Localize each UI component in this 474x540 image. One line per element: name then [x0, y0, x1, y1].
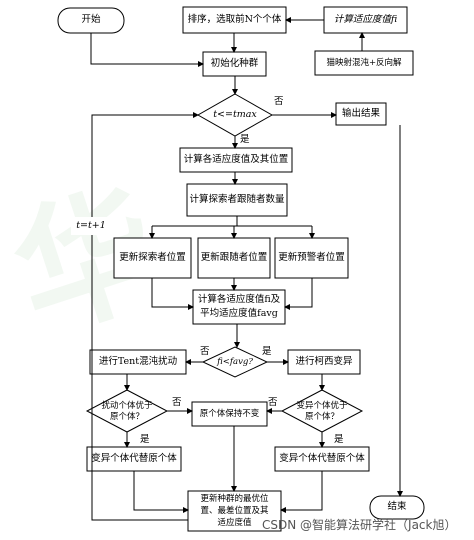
- source-footer: CSDN @智能算法研学社（Jack旭）: [262, 518, 457, 532]
- update-warner-label: 更新预警者位置: [278, 252, 345, 263]
- keep-box: [191, 401, 268, 427]
- right-condition-label-1: 变异个体优于: [296, 401, 348, 411]
- update-best-label-1: 更新种群的最优位: [200, 494, 269, 504]
- update-best-box: [187, 490, 282, 532]
- calc-followers-box: [186, 183, 288, 217]
- increment-label: t=t+1: [76, 220, 106, 231]
- update-best-label-3: 适应度值: [217, 518, 252, 528]
- avg-decision: [201, 346, 269, 378]
- right-no-label: 否: [268, 397, 278, 408]
- update-warner-box: [274, 237, 349, 279]
- calc-fitness-pos-label: 计算各适应度值及其位置: [183, 154, 289, 165]
- end-label: 结束: [387, 501, 407, 512]
- sort-box: [182, 6, 287, 34]
- replace-right-label: 变异个体代替原个体: [279, 453, 365, 464]
- tent-init-box: [314, 50, 414, 76]
- calc-fitness-top-label: 计算适应度值fi: [333, 14, 398, 25]
- replace-left-label: 变异个体代替原个体: [91, 453, 177, 464]
- output-label: 输出结果: [341, 108, 380, 119]
- calc-avg-label-1: 计算各适应度值fi及: [197, 294, 281, 305]
- calc-avg-box: [192, 289, 286, 325]
- sort-label: 排序，选取前N个个体: [187, 14, 282, 25]
- start-label: 开始: [81, 14, 101, 25]
- update-best-label-2: 置、最差位置及其: [200, 506, 269, 516]
- right-yes-label: 是: [334, 434, 344, 445]
- update-follower-box: [197, 237, 271, 279]
- replace-right-box: [274, 446, 370, 472]
- avg-condition-label: fi<favg?: [217, 357, 253, 367]
- cauchy-box: [287, 349, 361, 375]
- calc-avg-label-2: 平均适应度值favg: [200, 308, 278, 319]
- calc-fitness-pos-box: [179, 147, 293, 173]
- avg-no-label: 否: [200, 346, 210, 357]
- loop-condition-label: t<=tmax: [213, 109, 257, 120]
- loop-yes-label: 是: [240, 134, 250, 145]
- left-yes-label: 是: [140, 434, 150, 445]
- cauchy-label: 进行柯西变异: [295, 356, 353, 367]
- tent-perturb-label: 进行Tent混沌扰动: [98, 356, 178, 367]
- tent-init-label: 猫映射混沌+反向解: [326, 58, 402, 68]
- left-condition-label-2: 原个体？: [109, 412, 144, 422]
- init-label: 初始化种群: [210, 58, 259, 69]
- calc-followers-label: 计算探索者跟随者数量: [189, 194, 285, 205]
- left-condition-label-1: 扰动个体优于: [101, 401, 153, 411]
- replace-left-box: [86, 446, 182, 472]
- update-follower-label: 更新跟随者位置: [200, 252, 268, 263]
- calc-fitness-top-box: [323, 6, 408, 34]
- left-no-label: 否: [172, 397, 182, 408]
- loop-no-label: 否: [274, 96, 284, 107]
- update-explorer-label: 更新探索者位置: [119, 252, 186, 263]
- avg-yes-label: 是: [262, 346, 272, 357]
- keep-label: 原个体保持不变: [199, 409, 260, 419]
- right-condition-label-2: 原个体？: [304, 412, 339, 422]
